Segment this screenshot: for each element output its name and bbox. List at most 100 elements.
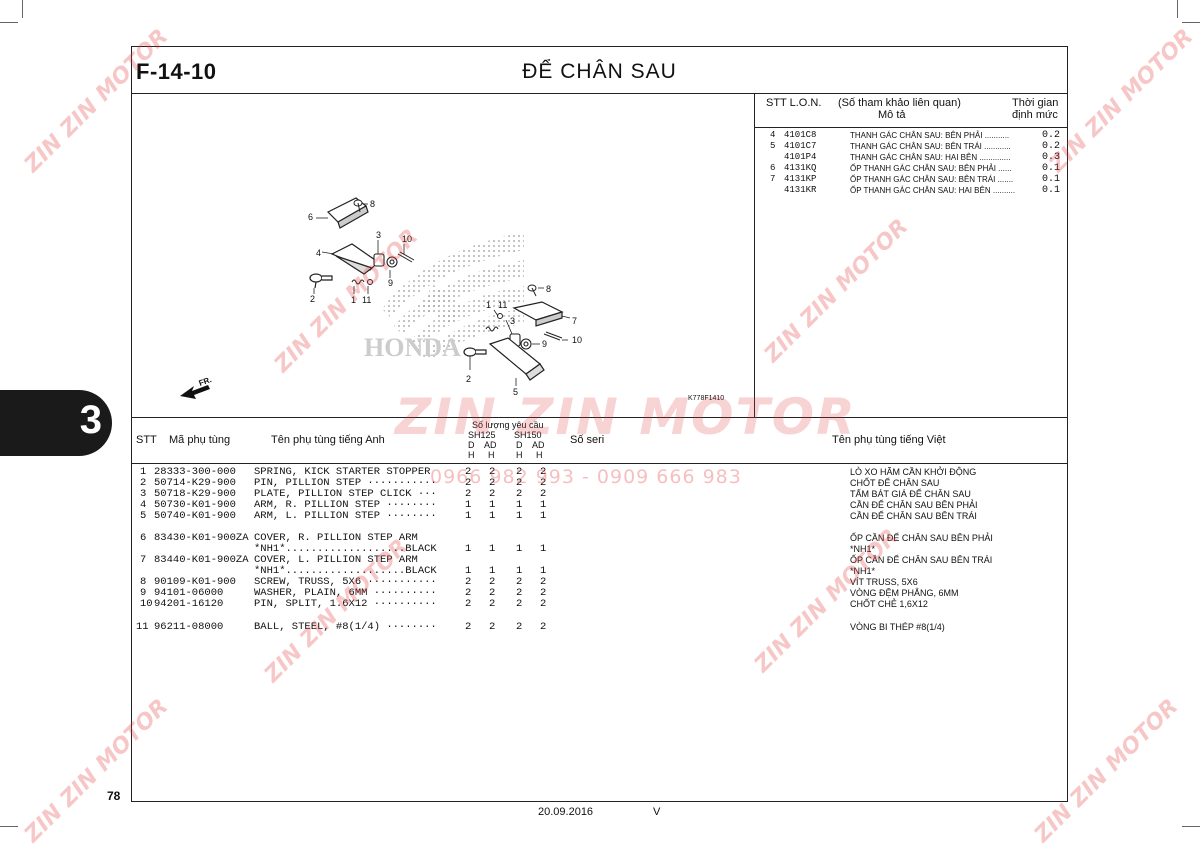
figure-code: F-14-10 xyxy=(136,59,217,84)
lon-row: 4131KR ỐP THANH GÁC CHÂN SAU: HAI BÊN ..… xyxy=(784,185,1061,196)
table-row: 5 50740-K01-900 ARM, L. PILLION STEP ···… xyxy=(140,510,977,522)
col-header-sh150: SH150 xyxy=(514,430,542,440)
figure-id: K778F1410 xyxy=(688,395,724,402)
col-header-qty: Số lượng yêu cầu xyxy=(472,420,544,430)
callout-5: 5 xyxy=(513,387,518,397)
table-row: 2 50714-K29-900 PIN, PILLION STEP ······… xyxy=(140,477,940,489)
part-9-washer-upper xyxy=(386,256,398,268)
part-8-screw-upper xyxy=(353,199,363,213)
lon-header-time2: định mức xyxy=(1012,109,1058,121)
front-label: FR. xyxy=(198,375,213,388)
callout-2: 2 xyxy=(310,294,315,304)
catalog-page-frame: F-14-10 ĐỂ CHÂN SAU HONDA xyxy=(131,46,1068,802)
col-header-h1: H xyxy=(468,450,475,460)
crop-mark xyxy=(22,0,23,18)
col-header-d2: D xyxy=(516,440,523,450)
lon-header-stt: STT L.O.N. xyxy=(766,97,822,109)
callout-4: 4 xyxy=(316,248,321,258)
table-row: *NH1*...................BLACK 1 1 1 1 *N… xyxy=(254,565,876,577)
callout-8: 8 xyxy=(370,199,375,209)
lon-header-time: Thời gian xyxy=(1012,97,1059,109)
lon-header-ref: (Số tham khảo liên quan) xyxy=(838,97,961,109)
section-tab: 3 xyxy=(0,390,112,456)
col-header-h3: H xyxy=(516,450,523,460)
table-row: 6 83430-K01-900ZA COVER, R. PILLION STEP… xyxy=(140,532,993,544)
leader-lines xyxy=(313,203,571,386)
table-row: 9 94101-06000 WASHER, PLAIN, 6MM ·······… xyxy=(140,587,959,599)
page-title: ĐỂ CHÂN SAU xyxy=(522,60,677,83)
callout-9-lower: 9 xyxy=(542,339,547,349)
col-header-serial: Số seri xyxy=(570,434,605,446)
exploded-diagram: HONDA xyxy=(132,94,754,417)
divider xyxy=(132,463,1067,464)
part-1-spring-lower xyxy=(485,326,499,332)
col-header-ad1: AD xyxy=(484,440,497,450)
col-header-h4: H xyxy=(536,450,543,460)
crop-mark xyxy=(0,826,18,827)
crop-mark xyxy=(1182,826,1200,827)
callout-10-lower: 10 xyxy=(572,335,582,345)
callout-6: 6 xyxy=(308,212,313,222)
col-header-stt: STT xyxy=(136,434,157,446)
part-5-arm-lower xyxy=(488,337,545,381)
divider xyxy=(755,127,1067,128)
divider xyxy=(132,417,1067,418)
part-11-ball-upper xyxy=(367,279,373,285)
part-2-pin-upper xyxy=(309,273,333,289)
callout-7: 7 xyxy=(572,316,577,326)
table-row: 4 50730-K01-900 ARM, R. PILLION STEP ···… xyxy=(140,499,978,511)
lon-row: 7 4131KP ỐP THANH GÁC CHÂN SAU: BÊN TRÁI… xyxy=(770,174,1061,185)
section-tab-number: 3 xyxy=(79,398,102,442)
lon-row: 5 4101C7 THANH GÁC CHÂN SAU: BÊN TRÁI ..… xyxy=(770,141,1061,152)
col-header-h2: H xyxy=(488,450,495,460)
crop-mark xyxy=(0,22,18,23)
lon-row: 4101P4 THANH GÁC CHÂN SAU: HAI BÊN .....… xyxy=(784,152,1061,163)
callout-9: 9 xyxy=(388,278,393,288)
part-2-pin-lower xyxy=(463,347,487,357)
watermark-brand: ZIN ZIN MOTOR xyxy=(395,388,857,446)
callout-1-lower: 1 xyxy=(486,300,491,310)
part-7-cover-lower xyxy=(512,301,564,327)
part-8-screw-lower xyxy=(527,284,537,297)
honda-wordmark: HONDA xyxy=(364,333,461,362)
table-row: 8 90109-K01-900 SCREW, TRUSS, 5X6 ······… xyxy=(140,576,918,588)
watermark-phone: 0966 982 993 - 0909 666 983 xyxy=(430,466,742,488)
part-3-plate-upper xyxy=(373,253,385,267)
part-1-spring-upper xyxy=(351,279,365,285)
crop-mark xyxy=(1182,22,1200,23)
front-arrow-icon: FR. xyxy=(180,375,213,399)
footer-version: V xyxy=(653,806,661,818)
callout-2-lower: 2 xyxy=(466,374,471,384)
col-header-ad2: AD xyxy=(532,440,545,450)
part-10-pin-lower xyxy=(543,331,563,341)
divider xyxy=(754,94,755,417)
lon-header-desc: Mô tả xyxy=(878,109,906,121)
lon-row: 4 4101C8 THANH GÁC CHÂN SAU: BÊN PHẢI ..… xyxy=(770,130,1061,141)
col-header-d1: D xyxy=(468,440,475,450)
callout-1: 1 xyxy=(351,295,356,305)
table-row: 1 28333-300-000 SPRING, KICK STARTER STO… xyxy=(140,466,977,478)
lon-row: 6 4131KQ ỐP THANH GÁC CHÂN SAU: BÊN PHẢI… xyxy=(770,163,1061,174)
col-header-sh125: SH125 xyxy=(468,430,496,440)
col-header-name-en: Tên phụ tùng tiếng Anh xyxy=(271,434,385,446)
col-header-part-no: Mã phụ tùng xyxy=(169,434,231,446)
part-11-ball-lower xyxy=(497,313,503,319)
wing-logo-background: HONDA xyxy=(364,232,524,362)
divider xyxy=(132,93,1067,94)
part-4-arm-upper xyxy=(330,243,379,275)
footer-date: 20.09.2016 xyxy=(538,806,594,818)
table-row: 3 50718-K29-900 PLATE, PILLION STEP CLIC… xyxy=(140,488,971,500)
col-header-name-vi: Tên phụ tùng tiếng Việt xyxy=(832,434,946,446)
callout-3: 3 xyxy=(376,230,381,240)
callout-8-lower: 8 xyxy=(546,284,551,294)
part-9-washer-lower xyxy=(520,338,532,350)
diagram-svg: HONDA xyxy=(180,197,724,402)
callout-3-lower: 3 xyxy=(510,316,515,326)
crop-mark xyxy=(1177,0,1178,18)
callout-10: 10 xyxy=(402,234,412,244)
page-number: 78 xyxy=(107,789,121,803)
callout-11-lower: 11 xyxy=(498,300,507,310)
table-row: 11 96211-08000 BALL, STEEL, #8(1/4) ····… xyxy=(136,621,945,633)
table-row: 10 94201-16120 PIN, SPLIT, 1.6X12 ······… xyxy=(140,598,928,610)
table-row: 7 83440-K01-900ZA COVER, L. PILLION STEP… xyxy=(140,554,993,566)
